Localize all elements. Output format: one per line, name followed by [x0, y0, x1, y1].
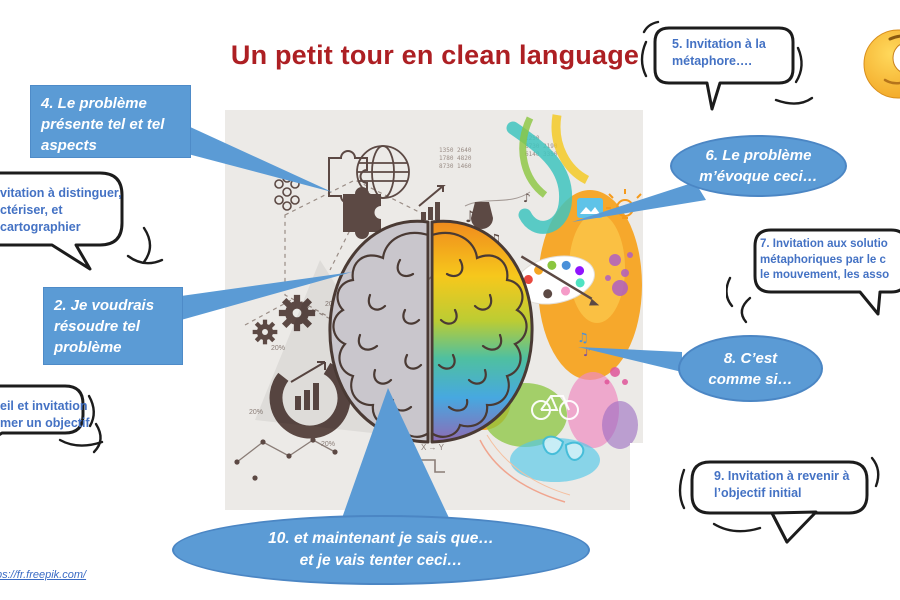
bubble-4: 4. Le problème présente tel et tel aspec…	[30, 85, 191, 158]
bubble-3-text: vitation à distinguer, ctériser, et cart…	[0, 186, 122, 234]
bubble-9-outline	[678, 456, 880, 544]
bubble-10: 10. et maintenant je sais que… et je vai…	[172, 515, 590, 585]
svg-text:♪: ♪	[523, 191, 531, 205]
svg-text:20%: 20%	[271, 345, 285, 352]
puzzle-icon	[328, 150, 381, 240]
globe-icon	[356, 145, 410, 199]
bubble-5-outline	[640, 20, 814, 111]
butterfly-icon	[542, 435, 585, 461]
molecule-icon	[274, 173, 300, 211]
bicycle-icon	[531, 395, 579, 420]
smiley-emoticon	[860, 26, 900, 107]
flask-icon	[471, 202, 493, 229]
bubble-7-outline	[726, 228, 900, 324]
smiley-icon	[863, 29, 900, 99]
brain-icon	[255, 219, 534, 444]
bubble-6: 6. Le problème m’évoque ceci…	[670, 135, 847, 197]
growth-chart-icon	[418, 185, 446, 220]
bubble-2: 2. Je voudrais résoudre tel problème	[43, 287, 183, 365]
gear-icon	[252, 319, 278, 345]
svg-text:1780 4820: 1780 4820	[439, 155, 472, 162]
freepik-credit-link[interactable]: ps://fr.freepik.com/	[0, 569, 87, 581]
svg-text:1350 2640: 1350 2640	[439, 147, 472, 154]
svg-text:8730 1460: 8730 1460	[439, 163, 472, 170]
palette-icon	[515, 255, 600, 306]
bubble-7-text: 7. Invitation aux solutio métaphoriques …	[760, 238, 890, 282]
bubble-1-text: eil et invitation mer un objectif	[0, 399, 90, 430]
bubble-3-outline	[0, 171, 164, 271]
bubble-5-text: 5. Invitation à la métaphore….	[672, 37, 766, 68]
svg-text:20%: 20%	[249, 409, 263, 416]
svg-text:♫: ♫	[577, 331, 589, 346]
bubble-9-text: 9. Invitation à revenir à l’objectif ini…	[714, 469, 850, 500]
bubble-1-outline	[0, 384, 104, 454]
svg-text:♪: ♪	[465, 207, 475, 226]
photo-icon	[577, 198, 603, 218]
page-title: Un petit tour en clean language	[230, 40, 640, 70]
svg-text:♪: ♪	[583, 345, 591, 359]
bubble-8: 8. C’est comme si…	[678, 335, 823, 402]
svg-text:20%: 20%	[321, 441, 335, 448]
svg-text:X → Y: X → Y	[421, 443, 445, 452]
